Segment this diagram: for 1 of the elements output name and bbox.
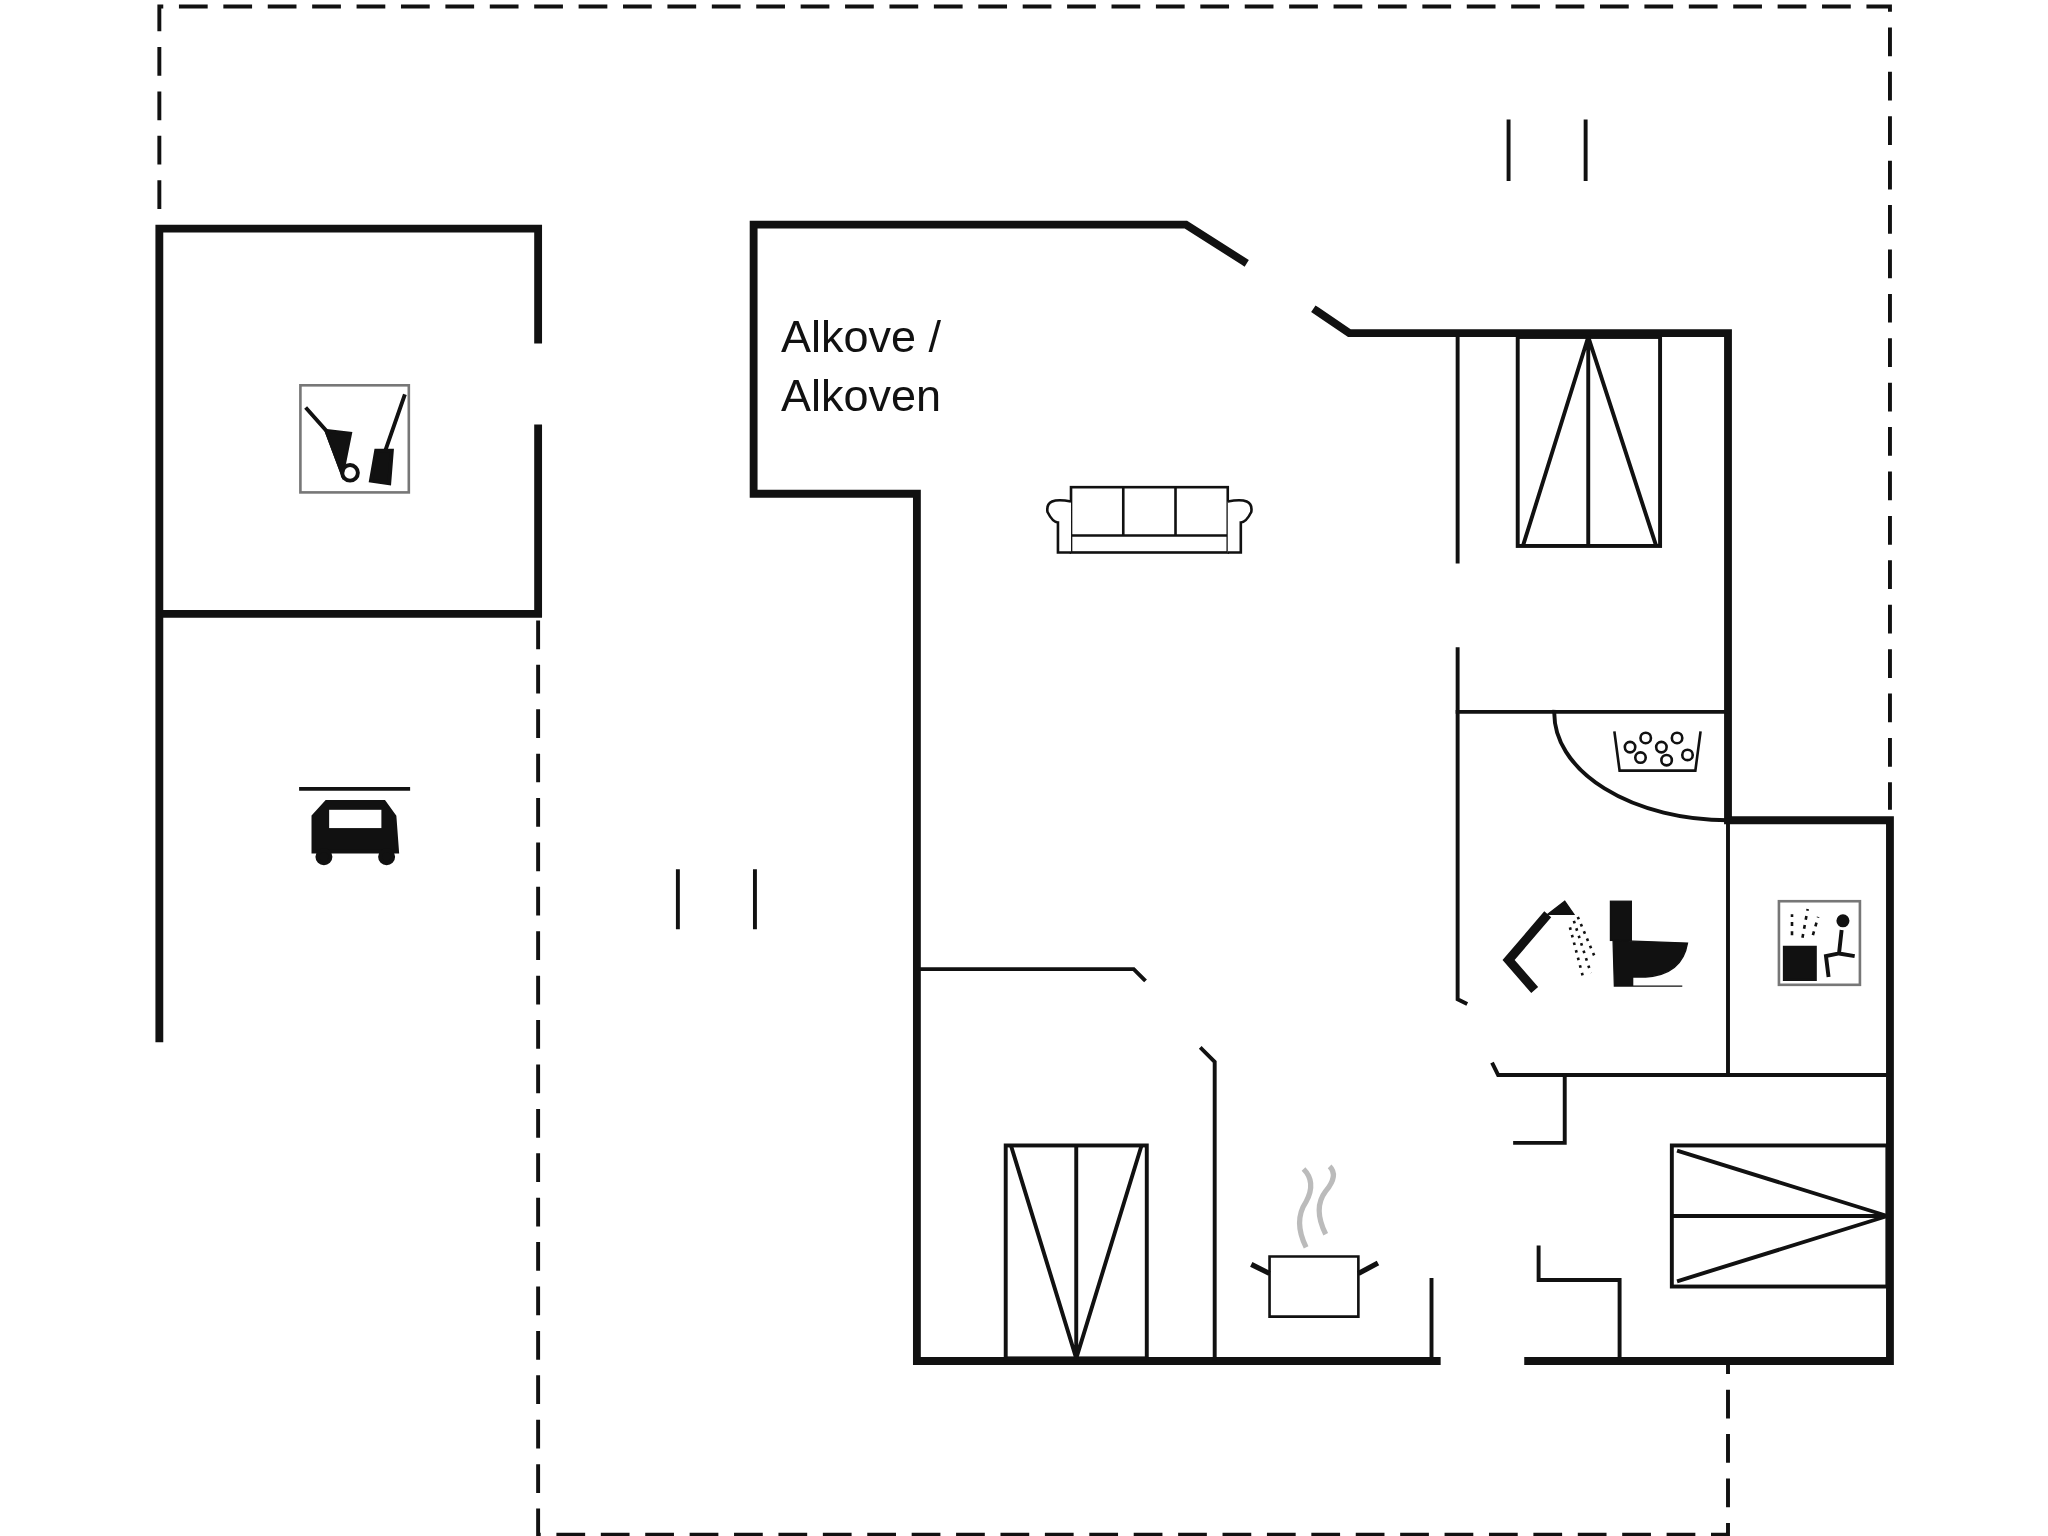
room-label: Alkove / Alkoven: [781, 310, 943, 423]
